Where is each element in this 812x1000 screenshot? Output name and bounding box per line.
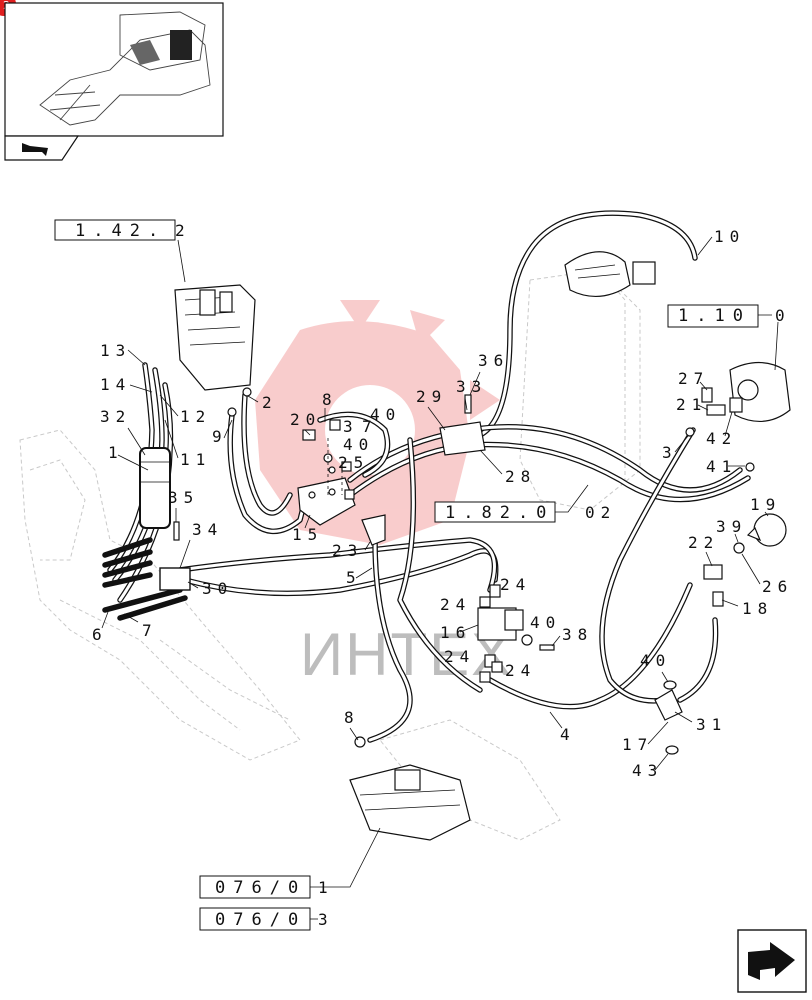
svg-text:3: 3 [318,910,334,929]
callout-33: 33 [456,377,487,396]
callout-25: 25 [338,453,369,472]
callout-9: 9 [212,427,228,446]
callout-40-low: 40 [530,613,561,632]
callout-3-right: 3 [662,443,678,462]
callout-35: 35 [168,488,199,507]
callout-32: 32 [100,407,131,426]
svg-text:076/0: 076/0 [215,910,306,930]
callout-24-d: 24 [505,661,536,680]
right-motor-assembly [729,361,791,422]
navigate-back-arrow-icon[interactable] [4,135,80,161]
callout-27: 27 [678,369,709,388]
callout-10-top: 10 [714,227,745,246]
hose-18 [677,617,719,703]
svg-text:1.82.0: 1.82.0 [445,503,554,523]
callout-22: 22 [688,533,719,552]
hose-10 [477,210,698,438]
tank-ghost [519,269,641,511]
navigate-next-arrow-icon[interactable] [737,929,807,993]
callout-6: 6 [92,625,108,644]
reference-box-1-10[interactable]: 1.10 0 [667,304,791,371]
reference-box-076-03[interactable]: 076/0 3 [199,907,334,931]
svg-text:1: 1 [318,878,334,897]
callout-15: 15 [292,525,323,544]
callout-28: 28 [505,467,536,486]
callout-14: 14 [100,375,131,394]
callout-24-b: 24 [440,595,471,614]
callout-8-top: 8 [322,390,338,409]
svg-text:1.42.: 1.42. [75,221,166,241]
callout-43: 43 [632,761,663,780]
accumulator-19 [746,513,787,547]
hose-2 [241,392,293,516]
callout-20: 20 [290,410,321,429]
hose-9 [227,412,308,535]
control-valve-assembly [174,284,256,391]
bracket-28 [439,421,486,456]
callout-17: 17 [622,735,653,754]
block-15 [297,477,356,526]
callout-18: 18 [742,599,773,618]
callout-39: 39 [716,517,747,536]
callout-16: 16 [440,623,471,642]
callout-4: 4 [560,725,576,744]
svg-text:2: 2 [175,221,191,240]
svg-text:076/0: 076/0 [215,878,306,898]
loader-frame-ghost [19,429,301,761]
tee-23 [361,514,386,546]
reference-box-1-82[interactable]: 1.82.0 02 [434,484,616,523]
svg-text:02: 02 [585,503,616,522]
callout-24-c: 24 [444,647,475,666]
hose-30b [177,537,498,593]
callout-2: 2 [262,393,278,412]
clamp-30 [159,567,191,591]
fittings [173,387,755,755]
reference-box-1-42[interactable]: 1.42. 2 [54,219,191,283]
callout-7: 7 [142,621,158,640]
hose-3-right [599,427,696,704]
callout-40-right: 40 [640,651,671,670]
hose-5 [397,437,483,693]
callout-labels: 13 14 32 12 1 11 2 9 35 34 30 6 7 8 20 3… [92,227,793,780]
callout-8-low: 8 [344,708,360,727]
callout-34: 34 [192,520,223,539]
hose-20 [317,411,391,478]
callout-41: 41 [706,457,737,476]
callout-40-mid: 40 [343,435,374,454]
svg-text:1.10: 1.10 [678,306,751,326]
reference-box-076-01[interactable]: 076/0 1 [199,827,381,899]
clamp-31 [654,689,683,721]
hose-4 [487,582,693,710]
sleeve-32 [139,447,171,529]
hose-28-upper [347,424,743,493]
callout-36: 36 [478,351,509,370]
callout-13: 13 [100,341,131,360]
callout-24-a: 24 [500,575,531,594]
callout-19: 19 [750,495,781,514]
hydraulic-pump-assembly [349,764,471,841]
callout-12: 12 [180,407,211,426]
callout-11: 11 [180,450,211,469]
callout-21: 21 [676,395,707,414]
callout-23: 23 [332,541,363,560]
svg-text:0: 0 [775,306,791,325]
callout-26: 26 [762,577,793,596]
callout-42: 42 [706,429,737,448]
hose-8-lower [367,537,413,743]
callout-5: 5 [346,568,362,587]
thumbnail-overview-icon[interactable] [4,2,224,137]
callout-40-upper: 40 [370,405,401,424]
callout-3-mid: 3 [343,417,359,436]
callout-29: 29 [416,387,447,406]
callout-30: 30 [202,579,233,598]
callout-1: 1 [108,443,124,462]
solenoid-16 [477,607,524,641]
hose-30 [182,548,499,597]
fuel-tank-assembly [564,251,656,298]
callout-38: 38 [562,625,593,644]
callout-7-mid: 7 [362,417,378,436]
callout-31: 31 [696,715,727,734]
